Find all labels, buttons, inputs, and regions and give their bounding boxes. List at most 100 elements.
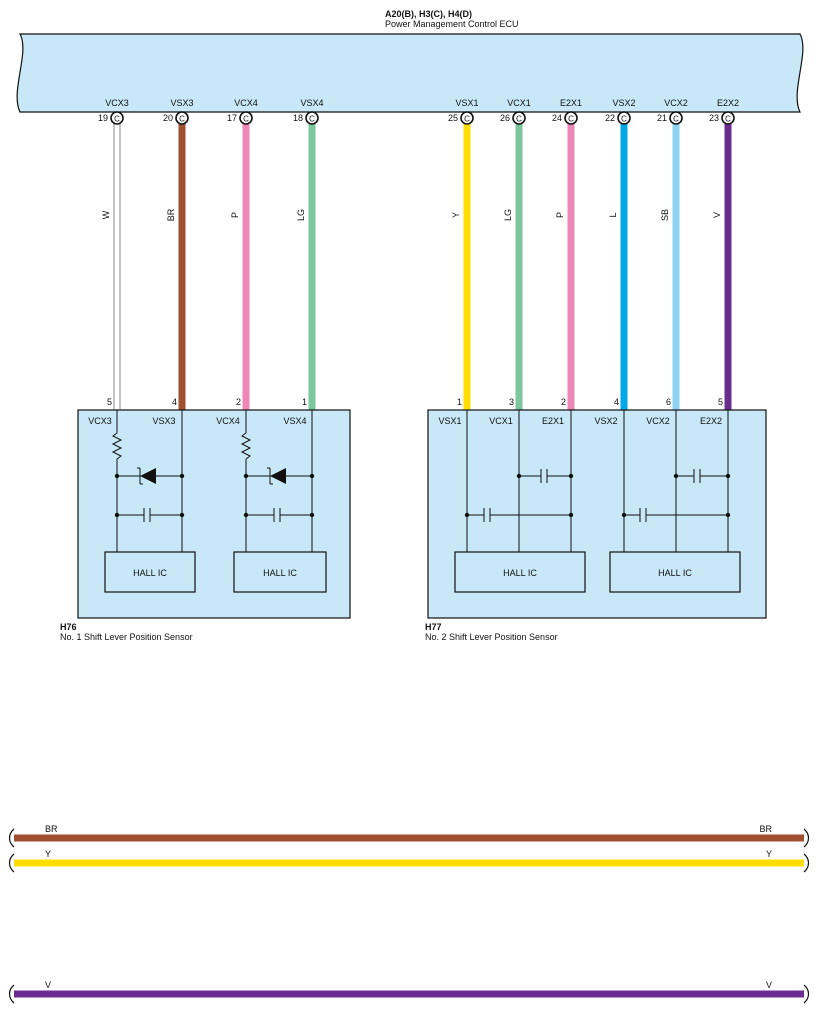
ecu-pin-connector-e2x1 [564, 111, 578, 125]
sensor-h77-pin-number-e2x1: 2 [561, 397, 566, 407]
ecu-name-label: Power Management Control ECU [385, 19, 519, 29]
wire-color-label-vcx3: W [101, 210, 111, 219]
ecu-pin-connector-vsx2 [617, 111, 631, 125]
sensor-h76-pin-name-vcx3: VCX3 [88, 416, 112, 426]
bus-br-left-bracket [8, 828, 15, 848]
ecu-pin-connector-letter-vcx3: C [114, 115, 120, 124]
bus-br-right-bracket [803, 828, 810, 848]
ecu-pin-connector-vcx4 [239, 111, 253, 125]
ecu-pin-number-vcx2: 21 [657, 113, 667, 123]
ecu-pin-connector-letter-vsx3: C [179, 115, 185, 124]
sensor-h76-pin-number-vsx4: 1 [302, 397, 307, 407]
sensor-pin-labels: 5VCX34VSX32VCX41VSX41VSX13VCX12E2X14VSX2… [88, 397, 723, 426]
bus-v-right-bracket [803, 984, 810, 1004]
sensor-h76-pin-number-vsx3: 4 [172, 397, 177, 407]
ecu-pin-connector-letter-vsx4: C [309, 115, 315, 124]
sensor-h77-pin-number-vsx2: 4 [614, 397, 619, 407]
sensor-h77-pin-number-vcx2: 6 [666, 397, 671, 407]
sensor-h77-hall-ic-2-label: HALL IC [658, 568, 692, 578]
sensor-h76-hall-ic-2 [233, 551, 327, 593]
ecu-pin-number-e2x1: 24 [552, 113, 562, 123]
sensor-h77-name: No. 2 Shift Lever Position Sensor [425, 632, 558, 642]
ecu-pin-connector-letter-e2x1: C [568, 115, 574, 124]
sensor-h76-pin-name-vsx3: VSX3 [152, 416, 175, 426]
ecu-pin-connector-vsx1 [460, 111, 474, 125]
sensor-h77-hall-ic-1 [454, 551, 586, 593]
ecu-pin-name-vsx4: VSX4 [300, 98, 323, 108]
ecu-body [16, 33, 804, 113]
wire-color-label-vsx3: BR [166, 208, 176, 221]
wire-color-label-vsx4: LG [296, 209, 306, 221]
sensor-h77-pin-number-e2x2: 5 [718, 397, 723, 407]
sensor-h76-code: H76 [60, 622, 77, 632]
ecu-pin-number-vcx1: 26 [500, 113, 510, 123]
ecu-pin-number-vsx4: 18 [293, 113, 303, 123]
ecu-connectors-label: A20(B), H3(C), H4(D) [385, 9, 472, 19]
ecu-pin-name-vcx3: VCX3 [105, 98, 129, 108]
sensor-h77-pin-name-vsx2: VSX2 [594, 416, 617, 426]
wire-color-label-e2x1: P [555, 212, 565, 218]
ecu-pin-name-e2x2: E2X2 [717, 98, 739, 108]
ecu-pin-name-vsx3: VSX3 [170, 98, 193, 108]
ecu-pin-name-vcx4: VCX4 [234, 98, 258, 108]
sensor-h77-hall-ic-1-label: HALL IC [503, 568, 537, 578]
sensor-h77-pin-name-e2x1: E2X1 [542, 416, 564, 426]
bus-v-left-label: V [45, 980, 51, 990]
ecu-pin-name-e2x1: E2X1 [560, 98, 582, 108]
ecu-pin-connector-vsx4 [305, 111, 319, 125]
sensor-h77-pin-number-vcx1: 3 [509, 397, 514, 407]
wire-color-label-e2x2: V [712, 212, 722, 218]
wire-color-label-vsx2: L [608, 212, 618, 217]
bus-y-right-bracket [803, 853, 810, 873]
ecu-pin-connector-vsx3 [175, 111, 189, 125]
sensor-h76-pin-name-vsx4: VSX4 [283, 416, 306, 426]
ecu-wires: W BR P LG Y LG P L SB V [101, 124, 732, 410]
wire-color-label-vcx4: P [230, 212, 240, 218]
bus-v-right-label: V [766, 980, 772, 990]
ecu-pin-name-vsx2: VSX2 [612, 98, 635, 108]
sensor-h76-pin-number-vcx4: 2 [236, 397, 241, 407]
sensor-h76-hall-ic-1-label: HALL IC [133, 568, 167, 578]
ecu-pin-number-vcx3: 19 [98, 113, 108, 123]
ecu-pin-connector-letter-e2x2: C [725, 115, 731, 124]
ecu-pin-connector-letter-vcx2: C [673, 115, 679, 124]
ecu-pin-connector-letter-vsx2: C [621, 115, 627, 124]
ecu-pin-number-vsx2: 22 [605, 113, 615, 123]
sensor-h77-pin-name-e2x2: E2X2 [700, 416, 722, 426]
ecu-pin-name-vsx1: VSX1 [455, 98, 478, 108]
wire-color-label-vcx1: LG [503, 209, 513, 221]
ecu-pin-connector-vcx3 [110, 111, 124, 125]
sensor-h77-internals [466, 410, 729, 552]
sensor-h77-hall-ic-2 [609, 551, 741, 593]
sensor-h77-pin-name-vcx2: VCX2 [646, 416, 670, 426]
sensor-h76-hall-ic-1 [104, 551, 196, 593]
bus-br-right-label: BR [759, 824, 772, 834]
ecu-pin-name-vcx1: VCX1 [507, 98, 531, 108]
ecu-pin-connector-letter-vcx1: C [516, 115, 522, 124]
ecu-pins: VCX3 19 C VSX3 20 C VCX4 17 C VSX4 18 C VSX1 25 C VCX1 2… [98, 98, 739, 125]
wire-color-label-vcx2: SB [660, 209, 670, 221]
sensor-h76-hall-ic-2-label: HALL IC [263, 568, 297, 578]
ecu-pin-connector-vcx2 [669, 111, 683, 125]
sensor-h77-code: H77 [425, 622, 442, 632]
ecu-pin-name-vcx2: VCX2 [664, 98, 688, 108]
bus-br-left-label: BR [45, 824, 58, 834]
ecu-pin-number-vsx3: 20 [163, 113, 173, 123]
sensor-h77-pin-name-vsx1: VSX1 [438, 416, 461, 426]
sensor-h76-junction-dots [114, 473, 315, 518]
wire-color-label-vsx1: Y [451, 212, 461, 218]
ecu-pin-connector-vcx1 [512, 111, 526, 125]
sensor-h77-junction-dots [464, 473, 731, 518]
bus-y-left-bracket [8, 853, 15, 873]
sensor-h76-pin-number-vcx3: 5 [107, 397, 112, 407]
ecu-pin-number-vsx1: 25 [448, 113, 458, 123]
bus-y-right-label: Y [766, 849, 772, 859]
ecu-pin-number-e2x2: 23 [709, 113, 719, 123]
sensor-h77-pin-name-vcx1: VCX1 [489, 416, 513, 426]
sensor-h77-pin-number-vsx1: 1 [457, 397, 462, 407]
bus-v-left-bracket [8, 984, 15, 1004]
ecu-pin-connector-letter-vsx1: C [464, 115, 470, 124]
ecu-pin-number-vcx4: 17 [227, 113, 237, 123]
